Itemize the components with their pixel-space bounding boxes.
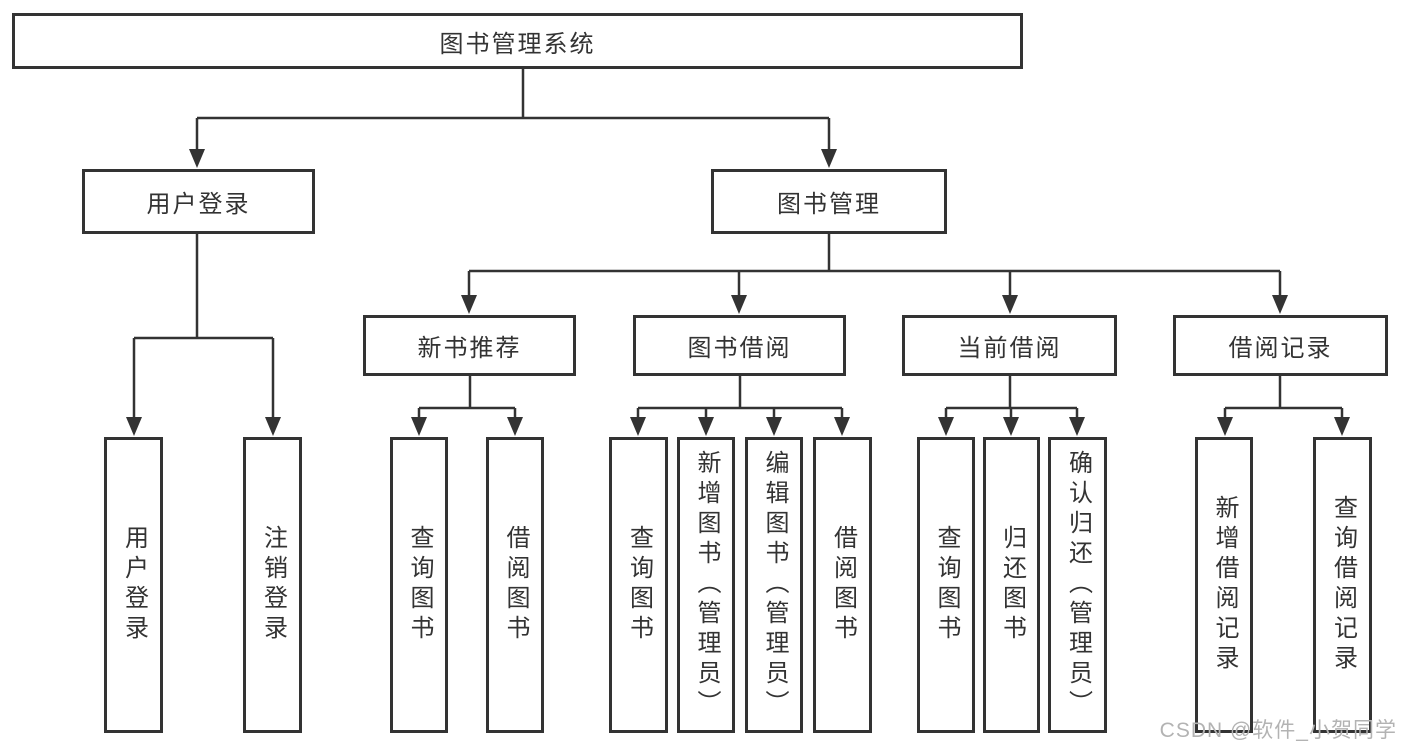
- node-user-login-label: 用户登录: [146, 191, 251, 218]
- leaf-query-book-2: 查询图书: [609, 437, 668, 733]
- csdn-watermark: CSDN @软件_小贺同学: [1159, 719, 1397, 742]
- node-book-management: 图书管理: [711, 169, 947, 234]
- leaf-add-borrow-record-label: 新增借阅记录: [1211, 495, 1238, 675]
- connector-strokes: [132, 68, 1344, 420]
- leaf-query-book-1: 查询图书: [390, 437, 448, 733]
- leaf-query-book-2-label: 查询图书: [625, 525, 653, 645]
- leaf-borrow-book-1: 借阅图书: [486, 437, 544, 733]
- leaf-query-book-1-label: 查询图书: [406, 525, 433, 645]
- leaf-user-login-label: 用户登录: [120, 525, 148, 645]
- leaf-return-book-label: 归还图书: [998, 525, 1026, 645]
- node-current-borrow: 当前借阅: [902, 315, 1117, 376]
- leaf-borrow-book-2: 借阅图书: [813, 437, 872, 733]
- leaf-return-book: 归还图书: [983, 437, 1040, 733]
- node-book-management-label: 图书管理: [777, 191, 881, 218]
- leaf-add-book-admin: 新增图书（管理员）: [677, 437, 735, 733]
- node-borrow-records-label: 借阅记录: [1228, 335, 1333, 362]
- leaf-borrow-book-1-label: 借阅图书: [502, 525, 529, 645]
- node-new-book-recommend: 新书推荐: [363, 315, 576, 376]
- node-borrow-records: 借阅记录: [1173, 315, 1388, 376]
- leaf-query-borrow-record: 查询借阅记录: [1313, 437, 1372, 733]
- leaf-confirm-return-admin: 确认归还（管理员）: [1048, 437, 1107, 733]
- leaf-user-login: 用户登录: [104, 437, 163, 733]
- leaf-query-borrow-record-label: 查询借阅记录: [1329, 495, 1357, 675]
- leaf-query-book-3-label: 查询图书: [933, 525, 960, 645]
- leaf-borrow-book-2-label: 借阅图书: [829, 525, 857, 645]
- node-root-label: 图书管理系统: [439, 30, 596, 58]
- node-root-system: 图书管理系统: [12, 13, 1023, 69]
- leaf-add-borrow-record: 新增借阅记录: [1195, 437, 1253, 733]
- leaf-logout-label: 注销登录: [259, 525, 287, 645]
- leaf-add-book-admin-label: 新增图书（管理员）: [693, 450, 720, 720]
- node-book-borrow-label: 图书借阅: [687, 335, 792, 362]
- leaf-query-book-3: 查询图书: [917, 437, 975, 733]
- leaf-edit-book-admin-label: 编辑图书（管理员）: [761, 450, 788, 720]
- node-current-borrow-label: 当前借阅: [957, 335, 1062, 362]
- node-book-borrow: 图书借阅: [633, 315, 846, 376]
- node-new-book-recommend-label: 新书推荐: [417, 335, 522, 362]
- leaf-edit-book-admin: 编辑图书（管理员）: [745, 437, 803, 733]
- leaf-logout: 注销登录: [243, 437, 302, 733]
- leaf-confirm-return-admin-label: 确认归还（管理员）: [1064, 450, 1092, 720]
- node-user-login: 用户登录: [82, 169, 315, 234]
